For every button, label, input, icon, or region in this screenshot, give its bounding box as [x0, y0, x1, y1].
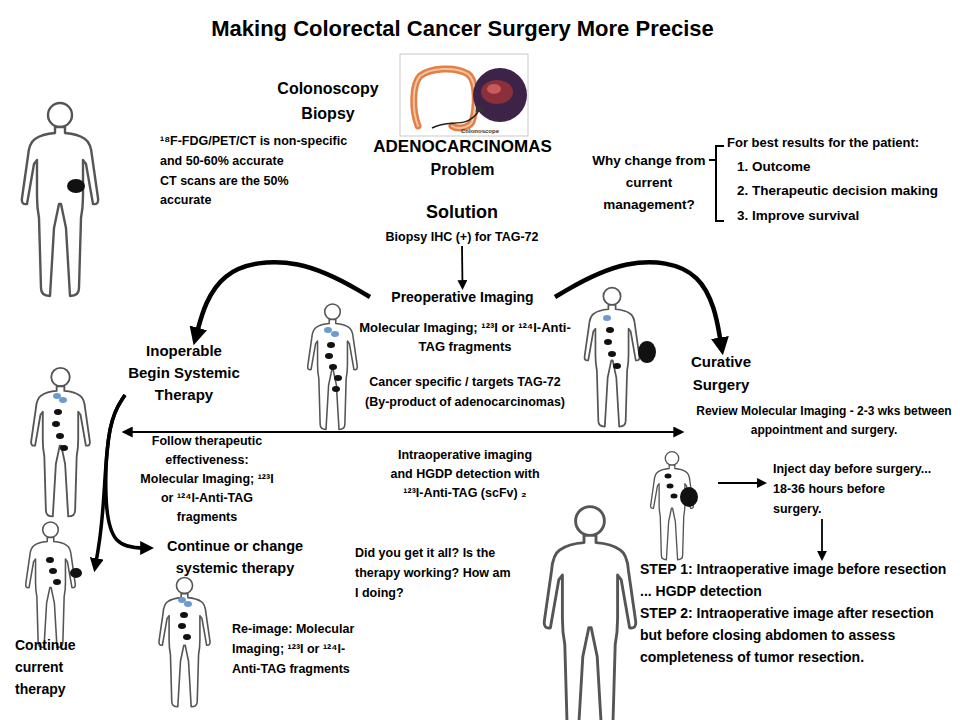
text-node: STEP 1: Intraoperative image before rese…: [640, 558, 955, 668]
annotation-text: Did you get it all? Is the therapy worki…: [355, 543, 515, 603]
human-figure: [544, 507, 636, 720]
human-figures: [22, 103, 694, 720]
annotation-text: 3. Improve survival: [737, 206, 937, 226]
human-figure: [31, 368, 90, 517]
uptake-dot: [608, 351, 616, 357]
flow-arrow: [95, 395, 125, 568]
tumor-blob: [67, 179, 85, 193]
uptake-dot: [59, 397, 67, 403]
annotation-text: Colonoscopy Biopsy: [258, 76, 398, 126]
node-heading: Curative Surgery: [681, 350, 761, 396]
human-figure: [585, 288, 640, 427]
uptake-dot: [332, 386, 340, 392]
tumor-blob: [70, 568, 82, 578]
human-figure: [159, 578, 210, 707]
lumen: [481, 80, 513, 104]
endoscopic-view: [473, 68, 527, 122]
human-figure: [26, 522, 76, 647]
annotation-text: Intraoperative imaging and HGDP detectio…: [389, 446, 541, 503]
text-node: Inject day before surgery... 18-36 hours…: [773, 459, 933, 519]
bracket: [709, 146, 724, 221]
human-figure: [308, 304, 358, 429]
flow-arrow: [195, 262, 370, 340]
node-heading: Inject day before surgery... 18-36 hours…: [773, 459, 933, 519]
annotation-text: ADENOCARCINOMAS: [340, 136, 585, 158]
annotation-text: Why change from current management?: [585, 150, 713, 216]
tumor-blob: [638, 341, 656, 363]
uptake-dot: [178, 597, 186, 603]
uptake-dot: [53, 393, 61, 399]
uptake-dot: [180, 612, 188, 618]
node-heading: Solution: [362, 200, 562, 224]
node-text: STEP 2: Intraoperative image after resec…: [640, 602, 955, 668]
pointer-arrow: [718, 482, 764, 484]
flow-arrow: [106, 395, 150, 548]
text-node: SolutionBiopsy IHC (+) for TAG-72: [362, 200, 562, 246]
uptake-dot: [183, 634, 191, 640]
colonoscope-tube: [432, 112, 478, 128]
human-figure: [22, 103, 98, 296]
annotation-text: Molecular Imaging; ¹²³I or ¹²⁴I-Anti-TAG…: [355, 318, 575, 356]
uptake-dot: [604, 339, 612, 345]
colon-shape: [414, 69, 476, 128]
uptake-dot: [667, 484, 674, 489]
node-heading: Continue current therapy: [15, 634, 95, 700]
lumen-highlight: [487, 84, 501, 94]
annotation-text: Cancer specific / targets TAG-72 (By-pro…: [360, 372, 570, 412]
uptake-dot: [327, 342, 335, 348]
flow-arrow: [821, 519, 823, 558]
text-node: Preoperative Imaging: [370, 287, 555, 307]
uptake-dot: [329, 364, 337, 370]
flow-arrow: [125, 431, 681, 433]
uptake-dot: [325, 353, 333, 359]
uptake-dot: [56, 433, 64, 439]
flow-arrow: [555, 262, 722, 350]
annotation-text: Re-image: Molecular Imaging; ¹²³I or ¹²⁴…: [232, 619, 372, 679]
text-node: Inoperable Begin Systemic Therapy: [125, 340, 243, 440]
image-frame: [400, 54, 528, 136]
text-node: Continue or change systemic therapy: [150, 535, 320, 579]
flow-arrow: [461, 246, 463, 287]
colon-highlight: [414, 69, 476, 128]
uptake-dot: [52, 421, 60, 427]
uptake-dot: [331, 331, 339, 337]
uptake-dot: [53, 579, 61, 585]
diagram-title: Making Colorectal Cancer Surgery More Pr…: [130, 14, 795, 44]
colonoscope-tip: [476, 107, 484, 112]
uptake-dot: [178, 623, 186, 629]
annotation-text: 2. Therapeutic decision making: [737, 181, 957, 201]
annotation-text: 1. Outcome: [737, 157, 937, 177]
node-heading: STEP 1: Intraoperative image before rese…: [640, 558, 955, 602]
tumor-marks: [46, 179, 698, 640]
node-heading: Preoperative Imaging: [370, 287, 555, 307]
annotation-text: Follow therapeutic effectiveness: Molecu…: [137, 432, 277, 527]
uptake-dot: [613, 363, 621, 369]
annotation-text: Problem: [400, 160, 525, 180]
uptake-dot: [334, 375, 342, 381]
node-heading: Inoperable Begin Systemic Therapy: [125, 340, 243, 406]
annotation-text: Review Molecular Imaging - 2-3 wks betwe…: [693, 402, 955, 440]
uptake-dot: [671, 494, 678, 499]
uptake-dot: [184, 601, 192, 607]
annotation-text: For best results for the patient:: [727, 133, 959, 153]
node-text: Biopsy IHC (+) for TAG-72: [362, 228, 562, 246]
uptake-dot: [60, 445, 68, 451]
uptake-dot: [49, 568, 57, 574]
uptake-dot: [603, 315, 611, 321]
annotation-text: CT scans are the 50% accurate: [160, 172, 335, 210]
annotation-text: Colonoscope: [445, 127, 515, 135]
uptake-dot: [606, 327, 614, 333]
uptake-dot: [54, 409, 62, 415]
annotation-text: ¹⁸F-FDG/PET/CT is non-specific and 50-60…: [160, 131, 365, 171]
uptake-dot: [46, 557, 54, 563]
text-node: Curative Surgery: [681, 350, 761, 440]
node-heading: Continue or change systemic therapy: [150, 535, 320, 579]
uptake-dot: [324, 327, 332, 333]
uptake-dot: [665, 474, 672, 479]
text-node: Continue current therapy: [15, 535, 95, 700]
colonoscopy-image: [400, 54, 528, 136]
tumor-blob: [680, 487, 698, 507]
